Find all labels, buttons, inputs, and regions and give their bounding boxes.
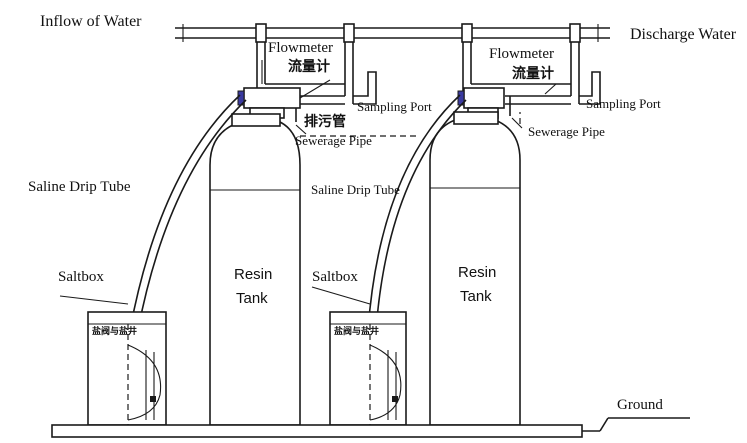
sewerage-cn-label: 排污管 xyxy=(304,114,346,130)
discharge-label: Discharge Water xyxy=(630,26,737,43)
saltbox-right-cn-label: 盐阀与盐井 xyxy=(334,327,380,337)
flowmeter-right-label: Flowmeter xyxy=(489,46,554,62)
left-resin-tank xyxy=(209,113,301,426)
left-saltbox xyxy=(87,311,167,426)
flowmeter-left-cn-label: 流量计 xyxy=(288,59,330,75)
saline-left-label: Saline Drip Tube xyxy=(28,179,131,195)
resin-right-line2: Tank xyxy=(460,288,492,305)
sewerage-right-label: Sewerage Pipe xyxy=(528,124,605,139)
saline-drip-tubes xyxy=(129,94,521,331)
sewerage-left-label: Sewerage Pipe xyxy=(295,133,372,148)
right-saltbox xyxy=(329,311,407,426)
inflow-label: Inflow of Water xyxy=(40,13,142,30)
sampling-port-right-label: Sampling Port xyxy=(586,96,661,111)
sampling-port-left-label: Sampling Port xyxy=(357,99,432,114)
base-platform xyxy=(51,417,690,438)
resin-left-line1: Resin xyxy=(234,266,273,283)
saline-right-label: Saline Drip Tube xyxy=(311,182,400,197)
flowmeter-right-cn-label: 流量计 xyxy=(512,66,554,82)
resin-right-line1: Resin xyxy=(458,264,497,281)
leader-lines xyxy=(59,60,557,305)
right-resin-tank xyxy=(429,111,521,426)
saltbox-left-label: Saltbox xyxy=(58,269,104,285)
ground-label: Ground xyxy=(617,397,663,413)
saltbox-right-label: Saltbox xyxy=(312,269,358,285)
right-flowmeter-loop xyxy=(462,42,601,105)
resin-left-line2: Tank xyxy=(236,290,268,307)
flowmeter-left-label: Flowmeter xyxy=(268,40,333,56)
left-flowmeter-loop xyxy=(256,42,377,105)
saltbox-left-cn-label: 盐阀与盐井 xyxy=(92,327,138,337)
main-pipe xyxy=(175,23,610,43)
